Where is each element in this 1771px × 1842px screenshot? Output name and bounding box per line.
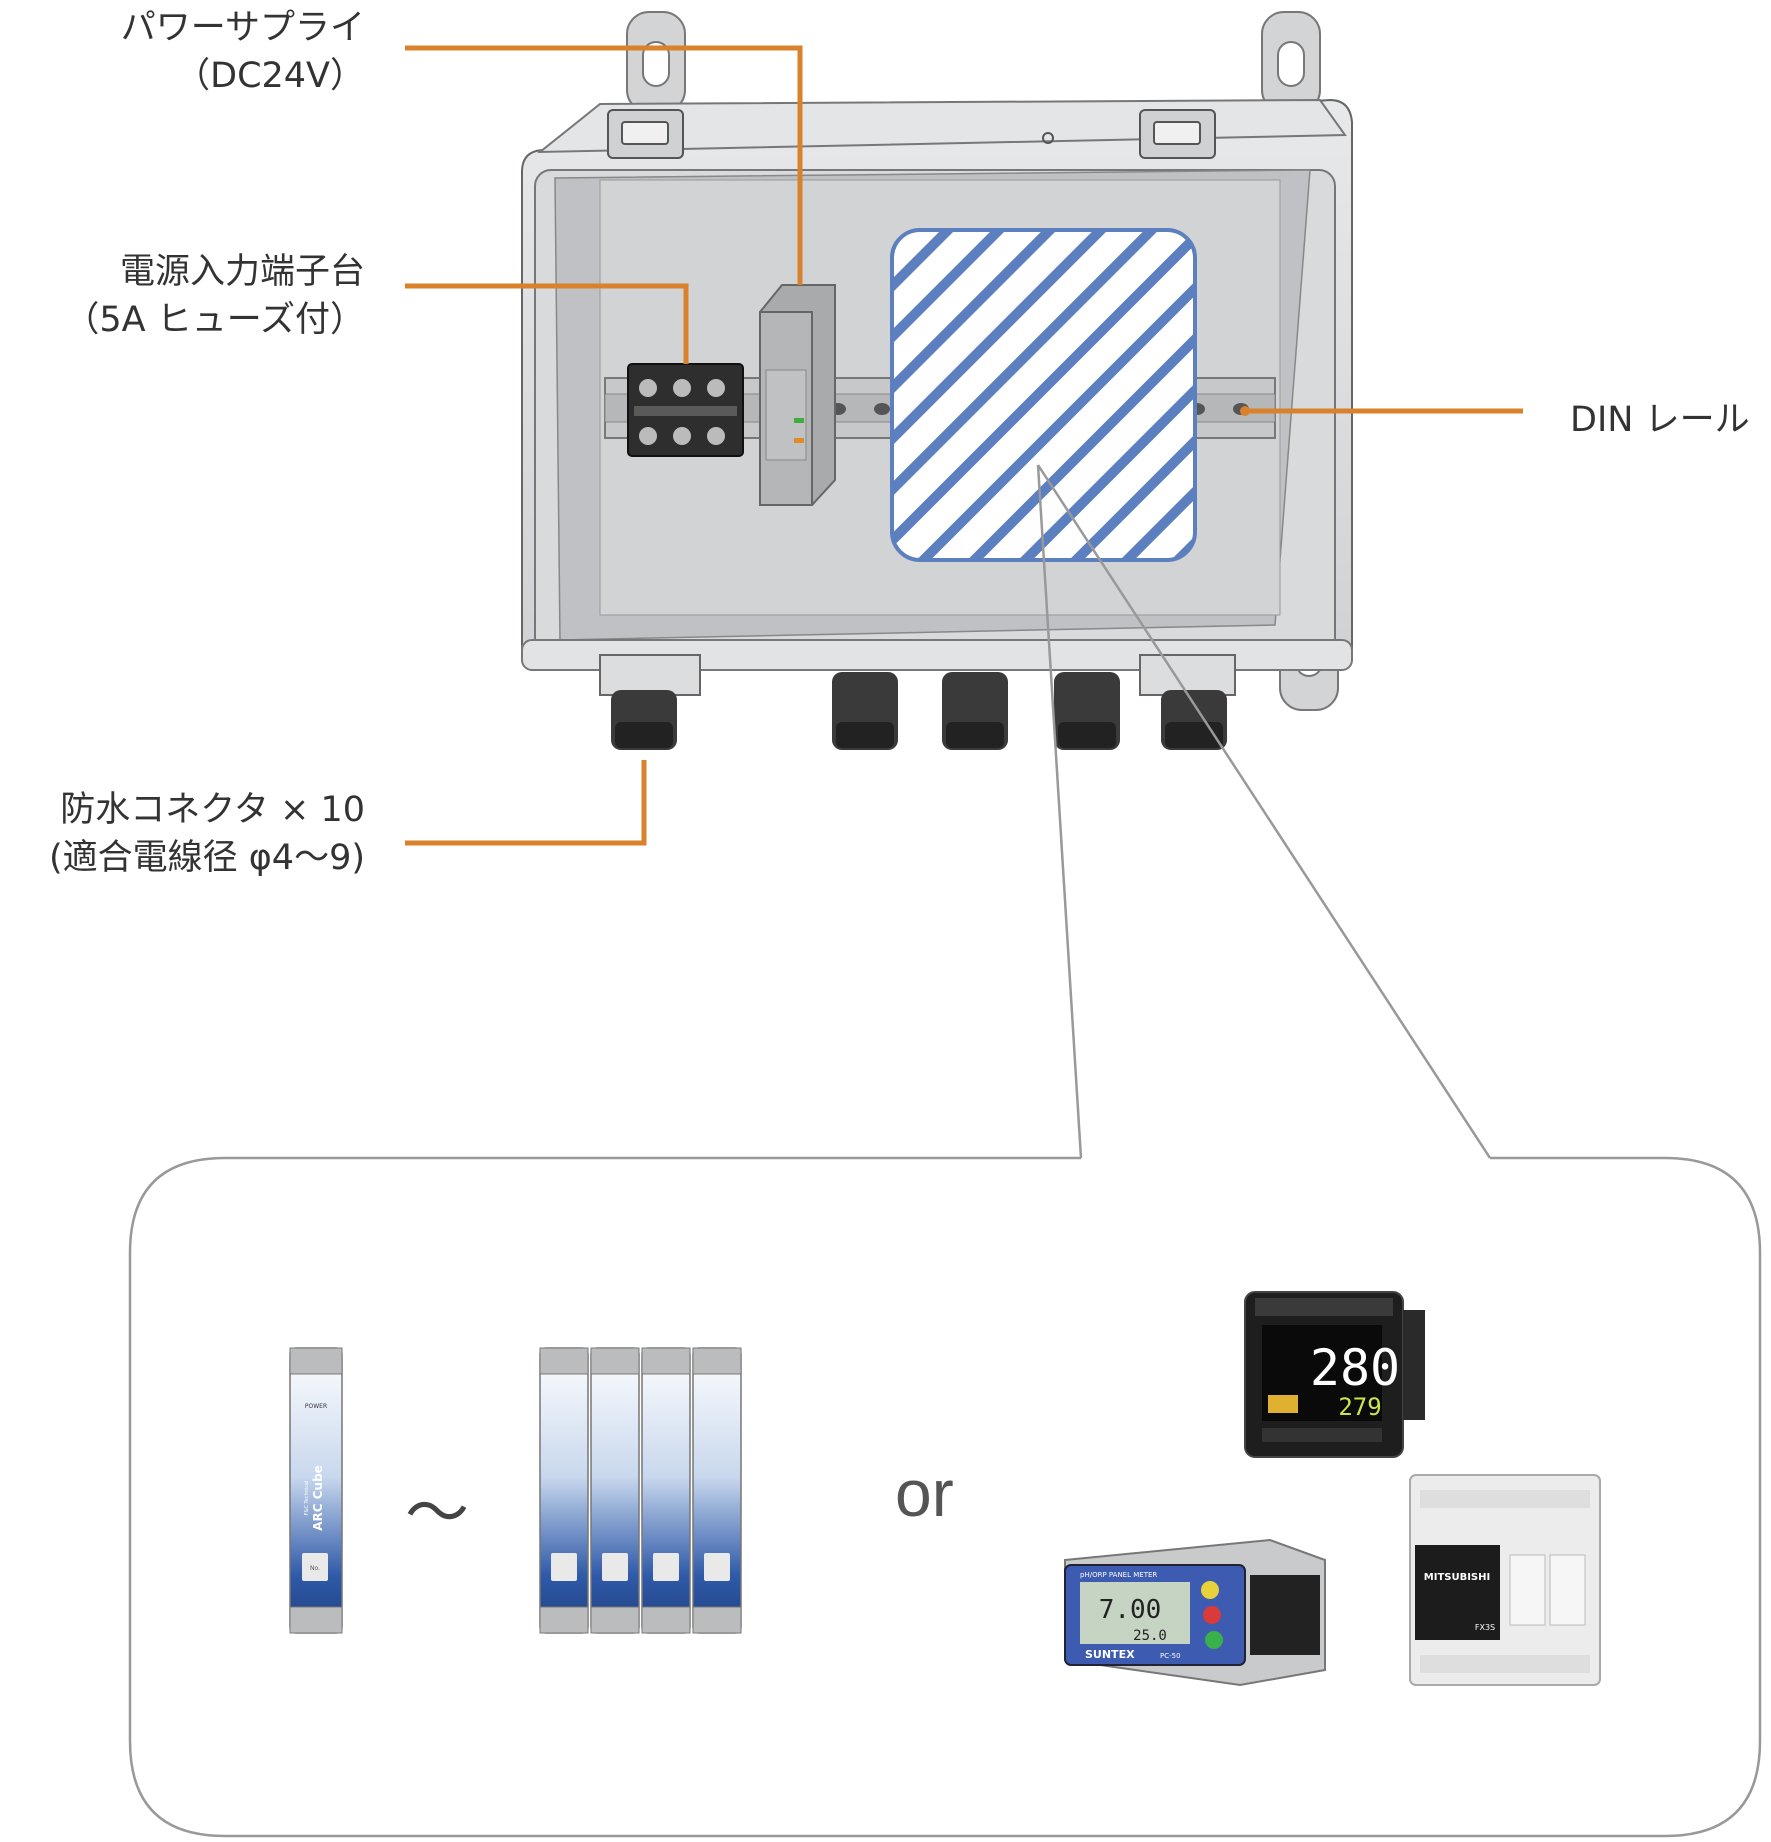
temperature-controller: 280 279 [1244, 1291, 1425, 1458]
connector-3 [942, 672, 1008, 750]
terminal-block-label: 電源入力端子台 （5A ヒューズ付） [20, 248, 365, 344]
module-area-hatch [890, 228, 1197, 562]
connector-4 [1054, 672, 1120, 750]
terminal-block-label-line1: 電源入力端子台 [119, 252, 365, 292]
panel-meter-reading: 7.00 [1099, 1595, 1162, 1625]
connector-label: 防水コネクタ × 10 (適合電線径 φ4〜9) [0, 786, 365, 882]
connector-1 [611, 690, 677, 750]
power-supply-label-line2: （DC24V） [175, 56, 365, 96]
connector-5 [1161, 690, 1227, 750]
mounting-tab-top-right [1261, 11, 1321, 113]
terminal-block [627, 363, 744, 457]
panel-meter-model: PC-50 [1160, 1652, 1181, 1660]
panel-meter-brand: SUNTEX [1085, 1648, 1135, 1661]
leader-power-supply [405, 45, 803, 285]
plc-brand: MITSUBISHI [1424, 1572, 1490, 1583]
waterproof-connectors [611, 672, 1227, 750]
power-supply [759, 284, 836, 506]
zoom-callout [128, 464, 1762, 1838]
arc-cube-module-2 [590, 1347, 640, 1634]
din-rail-label: DIN レール [1570, 400, 1750, 440]
arc-cube-module-single: POWER ARC Cube F&C Technical No. [289, 1347, 343, 1634]
leader-terminal-block [405, 283, 689, 364]
terminal-block-label-line2: （5A ヒューズ付） [64, 300, 365, 340]
leader-connector [405, 760, 647, 846]
arc-cube-module-1 [539, 1347, 589, 1634]
power-supply-label-line1: パワーサプライ [120, 8, 365, 48]
arc-cube-module-3 [641, 1347, 691, 1634]
plc: MITSUBISHI FX3S [1409, 1474, 1601, 1686]
arc-cube-module-group [539, 1347, 742, 1634]
latch-right [1139, 109, 1216, 159]
arc-cube-module-4 [692, 1347, 742, 1634]
plc-model: FX3S [1475, 1623, 1495, 1632]
panel-meter-sub-reading: 25.0 [1133, 1628, 1167, 1644]
leader-lines [405, 45, 1523, 846]
panel-meter: pH/ORP PANEL METER 7.00 25.0 SUNTEX PC-5… [1064, 1538, 1326, 1687]
screw-hole [1042, 132, 1054, 144]
zoom-line-left [1036, 464, 1083, 1159]
enclosure [521, 11, 1353, 750]
connector-2 [832, 672, 898, 750]
module-power-label: POWER [305, 1403, 327, 1410]
module-no-label: No. [310, 1565, 320, 1572]
temp-sv-readout: 279 [1338, 1393, 1381, 1421]
panel-meter-title: pH/ORP PANEL METER [1080, 1571, 1157, 1579]
module-maker-label: F&C Technical [304, 1481, 310, 1516]
power-supply-label: パワーサプライ （DC24V） [40, 4, 365, 100]
zoom-line-right [1036, 464, 1492, 1159]
connector-label-line1: 防水コネクタ × 10 [60, 790, 365, 830]
latch-left [607, 109, 684, 159]
module-product-label: ARC Cube [311, 1465, 325, 1531]
or-text: or [895, 1456, 954, 1530]
mounting-tab-top-left [626, 11, 686, 113]
connector-label-line2: (適合電線径 φ4〜9) [48, 838, 365, 878]
temp-pv-readout: 280 [1310, 1339, 1400, 1397]
range-tilde: 〜 [405, 1477, 469, 1551]
callout-box [128, 1156, 1762, 1838]
